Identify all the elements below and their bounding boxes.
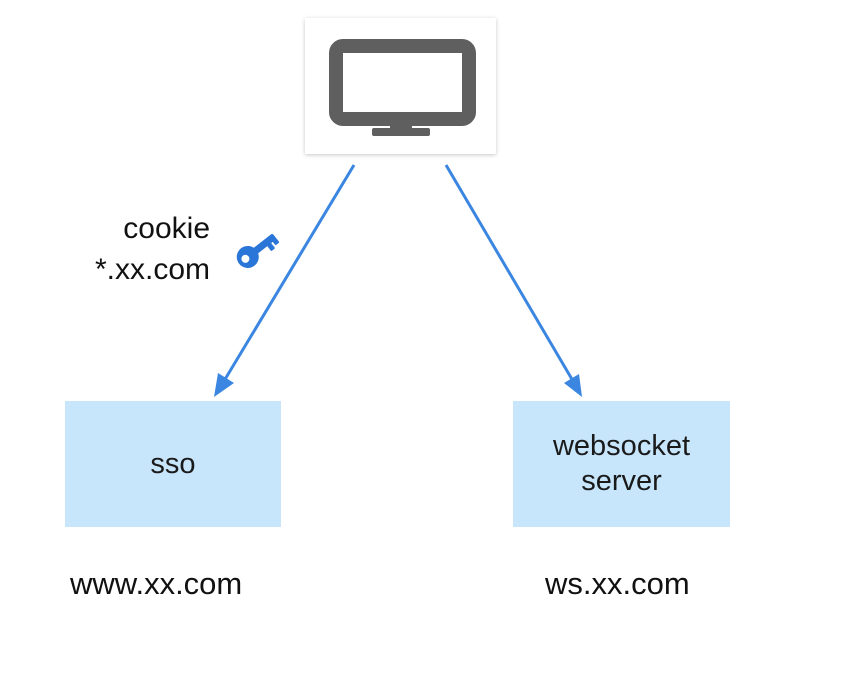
arrow-client-to-sso xyxy=(214,164,356,397)
cookie-title: cookie xyxy=(123,212,210,245)
key-icon xyxy=(236,234,280,268)
websocket-domain-label: ws.xx.com xyxy=(545,566,690,601)
sso-server-node: sso xyxy=(65,401,281,527)
websocket-server-label: websocket server xyxy=(552,430,690,497)
cookie-domain: *.xx.com xyxy=(94,253,210,286)
sso-domain-label: www.xx.com xyxy=(70,566,243,601)
monitor-icon xyxy=(329,39,476,136)
client-computer-box xyxy=(305,18,496,154)
cookie-label: cookie *.xx.com xyxy=(95,208,210,290)
arrow-client-to-websocket xyxy=(444,164,582,397)
sso-label: sso xyxy=(150,447,196,480)
websocket-server-node: websocket server xyxy=(513,401,730,527)
